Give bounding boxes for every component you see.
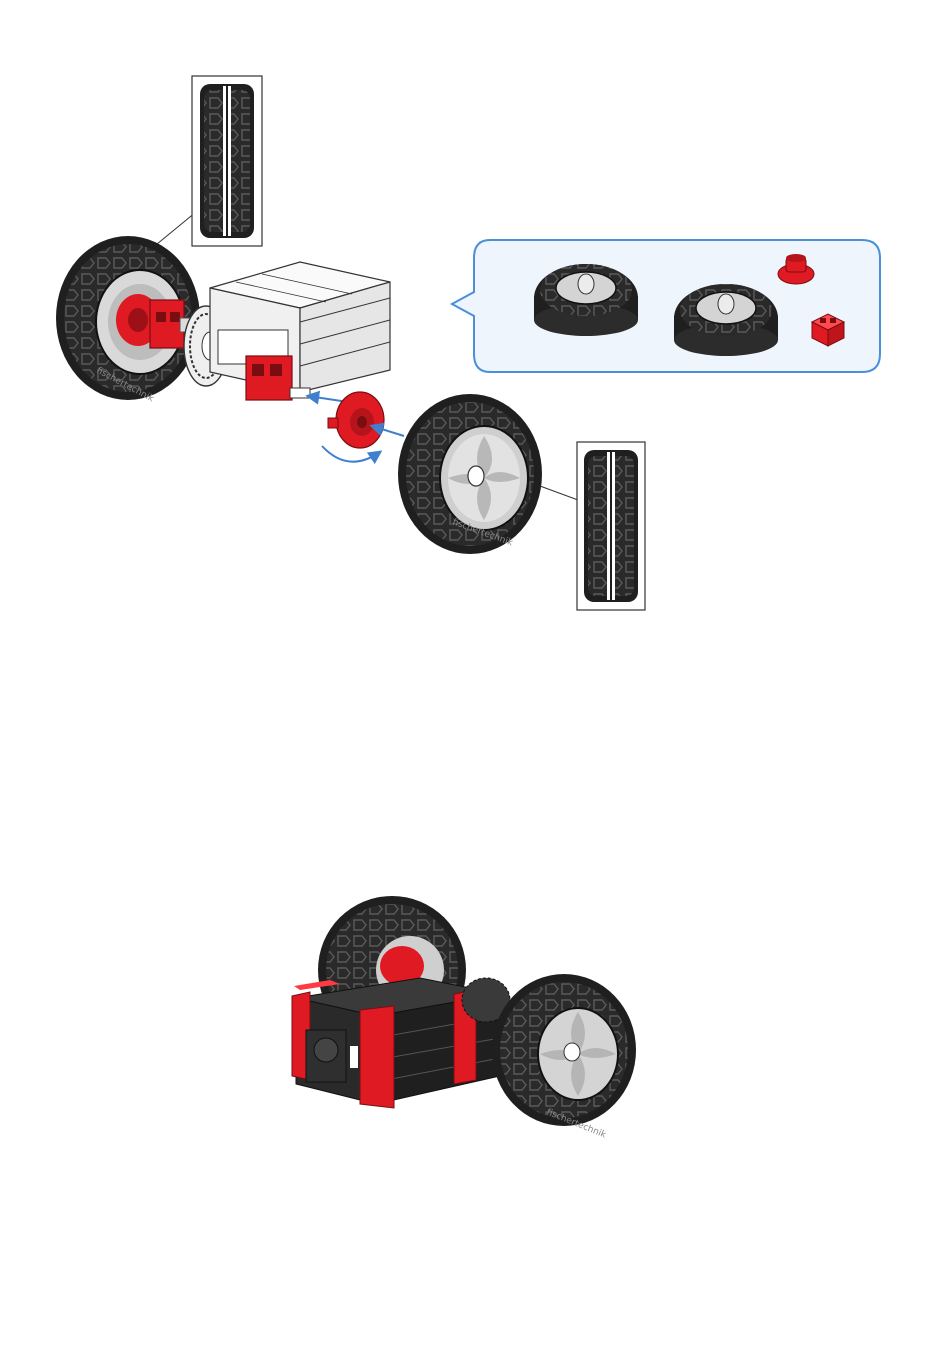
rotate-arrow (322, 446, 380, 462)
red-hub-blocks-left (150, 300, 184, 348)
parts-callout (452, 240, 880, 372)
result-diagram: fischertechnik (0, 870, 950, 1190)
assembly-diagram: fischertechnik fischertechnik (0, 0, 950, 640)
front-wheel (492, 974, 636, 1126)
tread-detail-inset-left (140, 76, 262, 258)
motor-housing (210, 262, 390, 392)
part-tire-1 (534, 264, 638, 336)
part-tire-2 (674, 284, 778, 356)
completed-result: fischertechnik (0, 870, 950, 1190)
tread-detail-inset-right (540, 442, 645, 610)
assembly-step: fischertechnik fischertechnik (0, 0, 950, 640)
